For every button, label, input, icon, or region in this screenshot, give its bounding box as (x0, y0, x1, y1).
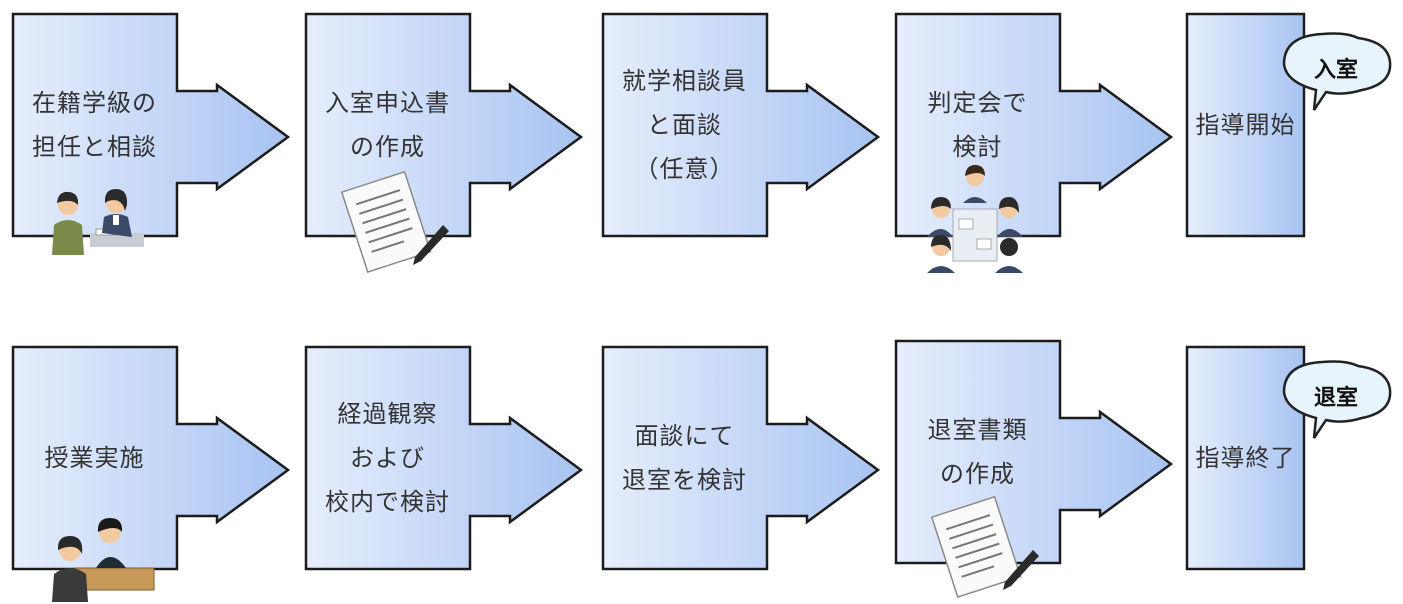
document-pen-icon (930, 495, 1039, 599)
speech-bubble-icon (1282, 32, 1392, 111)
step-observe-and-review: 経過観察 および 校内で検討 (304, 345, 585, 586)
step-create-exit-documents: 退室書類 の作成 (894, 339, 1175, 599)
step-label: 授業実施 (44, 444, 145, 472)
step-review-at-judgment-meeting: 判定会で 検討 (894, 12, 1175, 273)
step-arrow-box (304, 345, 584, 571)
step-conduct-lessons: 授業実施 (11, 345, 292, 602)
document-pen-icon (340, 170, 449, 274)
admission-flow-row: 在籍学級の 担任と相談 入室申込書 の作成 (0, 0, 1403, 300)
admission-speech-bubble: 入室 (1282, 32, 1394, 116)
final-step-box (1185, 12, 1306, 238)
step-label: 経過観察 および 校内で検討 (325, 400, 450, 516)
speech-bubble-icon (1282, 360, 1392, 439)
step-arrow-box (894, 12, 1174, 238)
step-arrow-box (11, 12, 291, 238)
step-label: 面談にて 退室を検討 (622, 422, 747, 494)
lesson-people-icon (52, 518, 155, 602)
meeting-people-icon (927, 165, 1023, 273)
consultation-people-icon (52, 189, 144, 255)
step-start-instruction: 指導開始 (1185, 12, 1306, 243)
step-interview-with-counselor: 就学相談員 と面談 （任意） (601, 12, 882, 253)
step-create-application-form: 入室申込書 の作成 (304, 12, 585, 274)
step-label: 判定会で 検討 (927, 89, 1028, 161)
step-arrow-box (601, 12, 881, 238)
step-label: 退室書類 の作成 (927, 416, 1028, 488)
exit-flow-row: 授業実施 経過観察 および 校内で検討 面談にて 退室を検討 退室書類 の作成 (0, 330, 1403, 602)
exit-speech-bubble: 退室 (1282, 360, 1394, 444)
step-consult-homeroom-teacher: 在籍学級の 担任と相談 (11, 12, 292, 255)
step-arrow-box (601, 345, 881, 571)
final-step-label: 指導開始 (1195, 111, 1296, 139)
step-consider-exit-in-interview: 面談にて 退室を検討 (601, 345, 882, 586)
step-label: 在籍学級の 担任と相談 (32, 89, 157, 161)
bubble-text: 入室 (1313, 58, 1358, 83)
bubble-text: 退室 (1313, 386, 1358, 411)
final-step-label: 指導終了 (1195, 444, 1296, 472)
step-label: 入室申込書 の作成 (325, 89, 450, 161)
step-label: 就学相談員 と面談 （任意） (622, 67, 747, 183)
